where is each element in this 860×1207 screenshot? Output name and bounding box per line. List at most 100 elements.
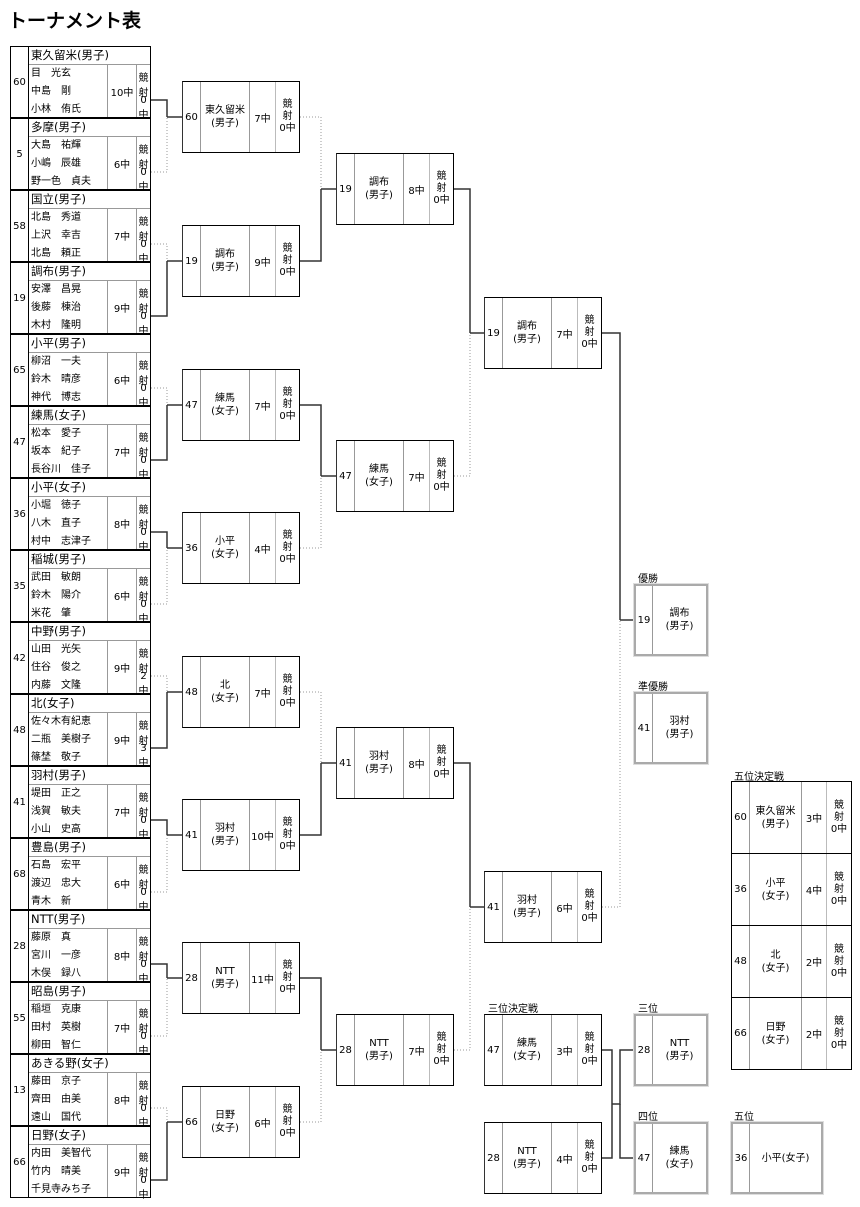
kyosha-count: 0中	[830, 895, 848, 907]
seed-number: 19	[485, 298, 503, 368]
team-name: 稲城(男子)	[29, 551, 150, 569]
r2-connector-b	[300, 476, 322, 549]
member-name: 村中 志津子	[31, 536, 91, 547]
kyosha-label: 競射	[138, 1009, 149, 1035]
seed-number: 36	[11, 479, 29, 549]
kyosha-label-2: 射	[584, 1152, 595, 1163]
kyosha-count: 0中	[138, 1031, 149, 1057]
team-label: 羽村	[215, 823, 235, 834]
kyosha-label-1: 競	[282, 960, 293, 971]
kyosha-count: 0中	[138, 455, 149, 481]
seed-number: 42	[11, 623, 29, 693]
kyosha-count: 0中	[279, 123, 296, 134]
team-name: 東久留米(男子)	[750, 782, 802, 853]
third-connector-fourth	[619, 1104, 634, 1159]
member-name: 竹内 晴美	[31, 1166, 81, 1177]
team-name: 小平(女子)	[201, 513, 250, 583]
member-name: 安澤 昌晃	[31, 284, 81, 295]
team-name: 羽村(男子)	[503, 872, 552, 942]
member-name: 目 光玄	[31, 68, 71, 79]
member-name: 松本 愛子	[31, 428, 81, 439]
team-label: 東久留米	[755, 805, 796, 817]
kyosha-label-2: 射	[436, 183, 447, 194]
kyosha-count: 0中	[138, 599, 149, 625]
hit-count: 6中	[108, 353, 137, 405]
team-name: 中野(男子)	[29, 623, 150, 641]
member-name: 坂本 紀子	[31, 446, 81, 457]
seed-number: 41	[11, 767, 29, 837]
division-label: (男子)	[211, 118, 239, 129]
hit-count: 7中	[108, 209, 137, 261]
kyosha-count: 3中	[138, 743, 149, 769]
kyosha-label-1: 競	[282, 674, 293, 685]
hit-count: 3中	[802, 782, 827, 853]
final-connector-b	[602, 620, 621, 908]
member-name: 鈴木 陽介	[31, 590, 81, 601]
kyosha-count: 0中	[830, 823, 848, 835]
kyosha-label-2: 射	[834, 955, 844, 967]
hit-count: 7中	[108, 785, 137, 837]
member-name: 渡辺 忠大	[31, 878, 81, 889]
r3-connector-a	[454, 762, 471, 907]
member-name: 上沢 幸吉	[31, 230, 81, 241]
kyosha-count: 0中	[433, 195, 450, 206]
hit-count: 8中	[108, 929, 137, 981]
member-name: 堤田 正之	[31, 788, 81, 799]
kyosha-label: 競射	[138, 1081, 149, 1107]
team-label: 北	[220, 680, 230, 691]
member-list: 大島 祐輝小嶋 辰雄野一色 貞夫	[29, 137, 108, 189]
kyosha-count: 0中	[581, 1056, 598, 1067]
seed-number: 19	[183, 226, 201, 296]
r2-connector-a	[300, 691, 322, 763]
member-list: 堤田 正之浅賀 敏夫小山 史高	[29, 785, 108, 837]
division-label: (女子)	[513, 1051, 541, 1062]
seed-number: 47	[337, 441, 355, 511]
hit-count: 2中	[802, 926, 827, 997]
team-name: NTT(男子)	[29, 911, 150, 929]
r2-connector-b	[300, 189, 322, 262]
division-label: (女子)	[365, 477, 393, 488]
kyosha-label-2: 射	[834, 883, 844, 895]
division-label: (男子)	[211, 979, 239, 990]
hit-count: 6中	[108, 569, 137, 621]
team-label: 練馬	[669, 1146, 690, 1157]
kyosha-count: 0中	[830, 1039, 848, 1051]
member-list: 稲垣 克康田村 英樹柳田 智仁	[29, 1001, 108, 1053]
team-name: 調布(男子)	[653, 586, 706, 654]
team-name: 小平(女子)	[29, 479, 150, 497]
r1-connector-a	[151, 387, 168, 405]
hit-count: 7中	[108, 1001, 137, 1053]
kyosha-label-2: 射	[282, 399, 293, 410]
member-name: 八木 直子	[31, 518, 81, 529]
member-name: 小山 史高	[31, 824, 81, 835]
r2-connector-b	[300, 763, 322, 836]
seed-number: 19	[636, 586, 653, 654]
seed-number: 48	[732, 926, 750, 997]
kyosha-label-1: 競	[282, 387, 293, 398]
hit-count: 10中	[250, 800, 276, 870]
team-name: 練馬(女子)	[201, 370, 250, 440]
team-label: NTT	[369, 1038, 389, 1049]
hit-count: 8中	[108, 497, 137, 549]
kyosha-label-2: 射	[282, 255, 293, 266]
team-label: 日野	[765, 1021, 786, 1033]
seed-number: 48	[183, 657, 201, 727]
